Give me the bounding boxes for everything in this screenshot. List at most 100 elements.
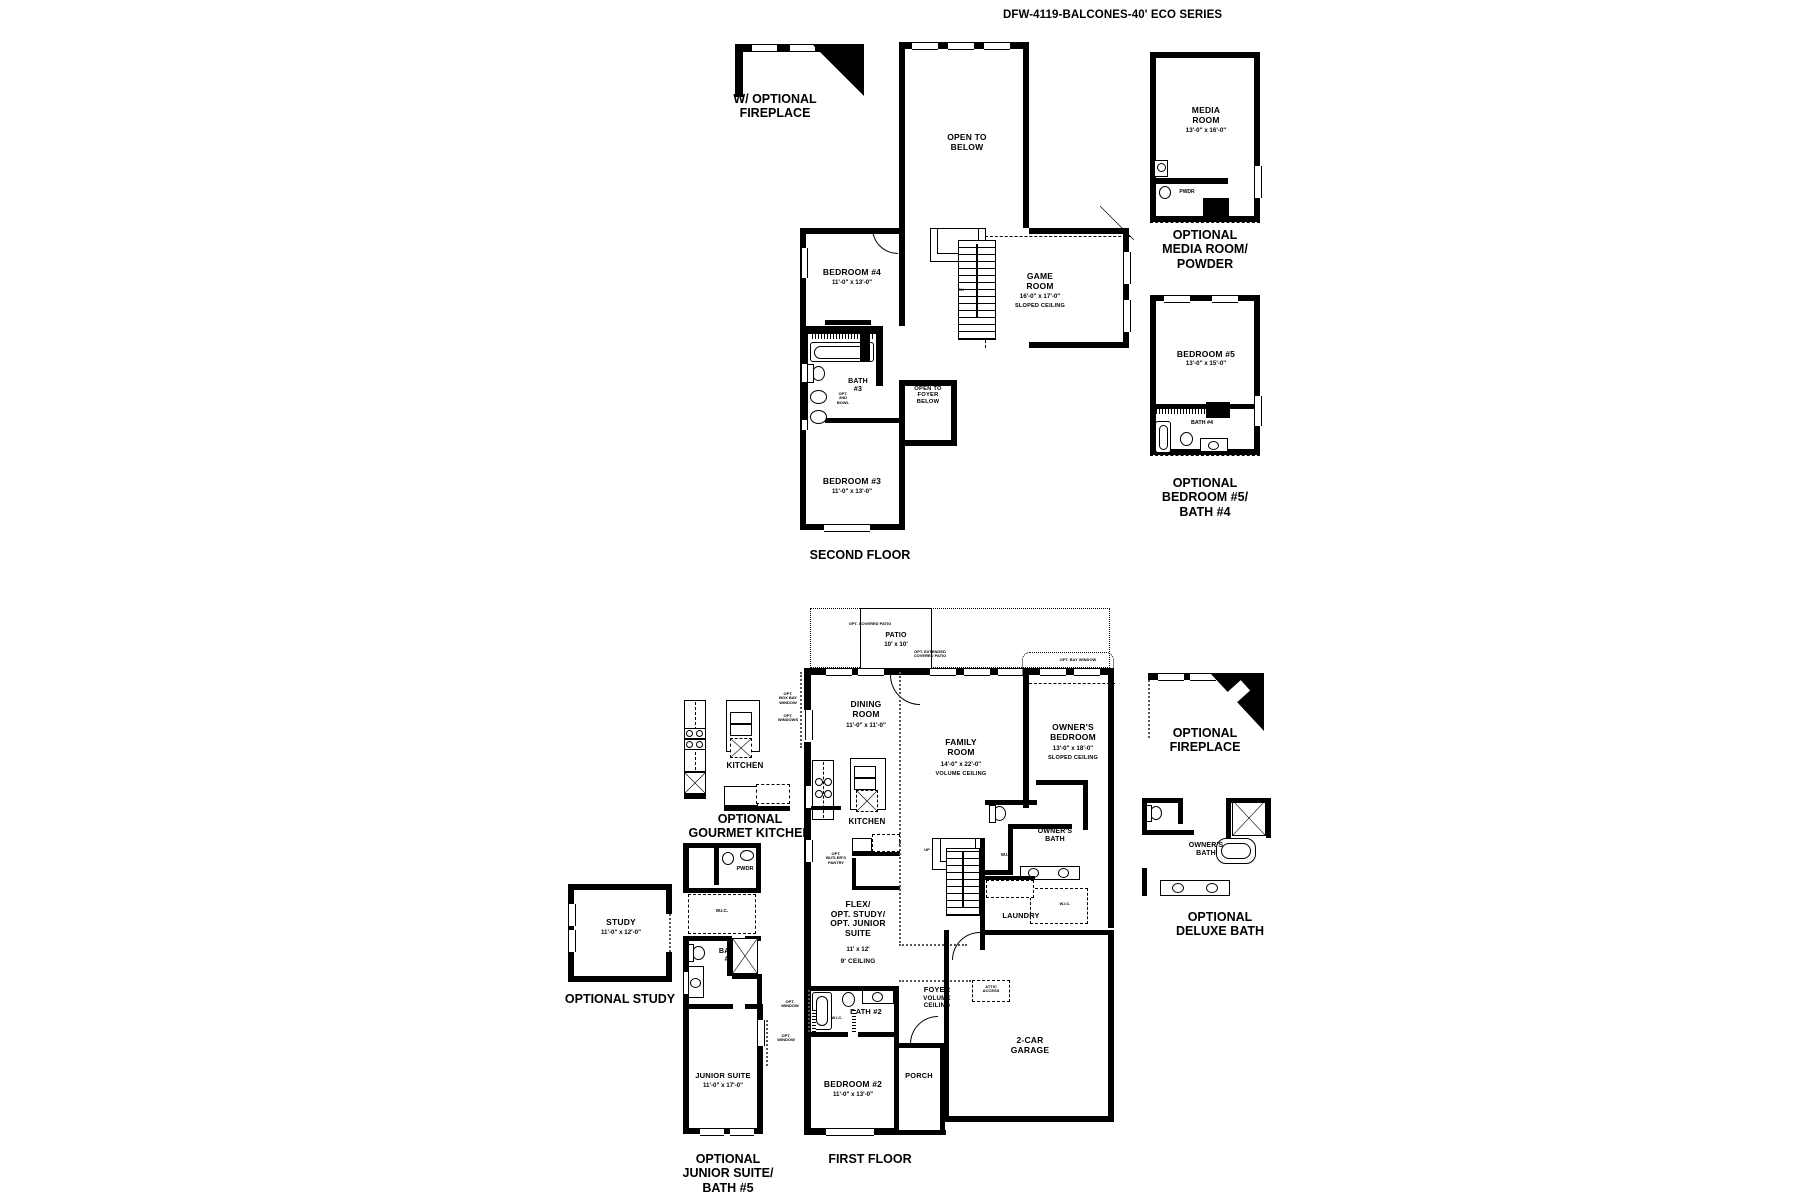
wall: [1142, 830, 1194, 835]
note-wic-bed2: W.I.C.: [831, 1015, 843, 1020]
wall: [735, 44, 743, 97]
wall: [980, 838, 985, 950]
sink: [810, 390, 827, 404]
wall: [940, 1043, 945, 1135]
wall: [1150, 52, 1260, 58]
sink-optional: [810, 410, 827, 424]
room-dim-bedroom-4: 11'-0" x 13'-0": [831, 279, 873, 286]
wall: [985, 876, 1035, 880]
room-label-owners-bedroom: OWNER'S BEDROOM: [1050, 722, 1096, 742]
room-dim-bedroom-3: 11'-0" x 13'-0": [831, 488, 873, 495]
sink: [1172, 883, 1184, 893]
room-label-study: STUDY: [606, 917, 636, 927]
toilet-tank: [688, 944, 694, 962]
window: [930, 668, 956, 676]
closet-shelf: [1156, 409, 1206, 414]
shower-stall: [1232, 800, 1266, 836]
closet-shelf-outline: [688, 894, 756, 934]
option-caption: OPTIONAL GOURMET KITCHEN: [688, 812, 812, 841]
room-label-bath-2: BATH #2: [850, 1007, 882, 1016]
floor-caption-first: FIRST FLOOR: [828, 1152, 912, 1166]
room-label-game-room: GAME ROOM: [1026, 271, 1054, 291]
cooktop: [730, 712, 752, 724]
wall: [899, 380, 905, 530]
room-note-flex: 9' CEILING: [840, 958, 876, 965]
wall: [985, 930, 1113, 935]
option-caption: OPTIONAL FIREPLACE: [1169, 726, 1241, 755]
room-dim-media-room: 13'-0" x 16'-0": [1185, 127, 1227, 134]
wall: [1150, 52, 1156, 222]
appliance: [684, 772, 706, 794]
option-caption: OPTIONAL BEDROOM #5/ BATH #4: [1161, 476, 1249, 519]
wall: [804, 890, 811, 992]
option-caption: OPTIONAL MEDIA ROOM/ POWDER: [1162, 228, 1248, 271]
wall: [1029, 342, 1129, 348]
wall: [1226, 798, 1270, 803]
patio-outline: [860, 608, 932, 668]
wall: [683, 1008, 689, 1134]
room-label-dining-room: DINING ROOM: [850, 699, 882, 719]
wall: [757, 1008, 763, 1134]
wall: [899, 440, 957, 446]
counter-edge: [724, 806, 790, 811]
wall: [683, 936, 727, 941]
room-label-owners-bath: OWNER'S BATH: [1037, 828, 1073, 843]
tub-basin: [1221, 843, 1251, 859]
floor-caption-second: SECOND FLOOR: [809, 548, 911, 562]
wall: [1123, 228, 1129, 348]
wall: [1266, 798, 1271, 838]
wall: [1254, 52, 1260, 222]
room-label-junior-suite: JUNIOR SUITE: [695, 1071, 751, 1080]
front-door-swing: [910, 1016, 938, 1044]
wall: [894, 1043, 899, 1135]
window: [912, 42, 938, 50]
closet-shelf: [812, 1010, 816, 1032]
window: [757, 1020, 765, 1046]
stair-direction-label: UP: [924, 847, 930, 852]
opt-box-bay-window-outline: [800, 672, 802, 748]
opening-dotted: [669, 914, 671, 952]
wall: [757, 974, 762, 1006]
closet-wall: [825, 320, 871, 325]
wall: [894, 1043, 944, 1048]
wall: [666, 884, 672, 914]
cooktop: [854, 766, 876, 778]
option-caption: W/ OPTIONAL FIREPLACE: [733, 92, 817, 121]
shower-optional: [1030, 888, 1088, 924]
room-dim-bedroom-2: 11'-0" x 13'-0": [832, 1091, 874, 1098]
wall: [666, 952, 672, 982]
appliance-optional: [856, 790, 878, 812]
room-label-bedroom-3: BEDROOM #3: [822, 476, 882, 486]
sink-bowl: [824, 778, 832, 786]
wall: [756, 843, 761, 891]
wall: [1029, 228, 1129, 234]
room-label-kitchen: KITCHEN: [848, 817, 886, 826]
option-dash-line: [1150, 222, 1260, 223]
counter-edge: [684, 794, 706, 799]
note-opt-butlers-pantry: OPT. BUTLER'S PANTRY: [826, 851, 846, 865]
closet-shelf: [852, 1010, 856, 1032]
wall: [1142, 798, 1147, 834]
room-label-laundry: LAUNDRY: [1002, 911, 1040, 920]
wall: [1206, 402, 1230, 418]
opt-window-outline: [808, 990, 810, 1032]
toilet-tank: [989, 805, 996, 823]
wall: [1178, 798, 1183, 824]
note-wic-junior: W.I.C.: [715, 908, 729, 913]
door-swing: [872, 228, 898, 254]
wall: [714, 843, 719, 885]
window: [858, 668, 884, 676]
room-label-powder: PWDR: [1179, 189, 1195, 195]
window: [1254, 166, 1262, 198]
wall: [985, 870, 1013, 875]
sink-bowl: [696, 730, 703, 737]
note-wic-bath: W.I.C.: [1059, 901, 1071, 906]
wall: [899, 228, 905, 326]
room-note-game-room: SLOPED CEILING: [1014, 303, 1066, 309]
wall: [1230, 404, 1254, 409]
appliance-optional: [730, 738, 752, 758]
toilet-tank: [1146, 805, 1152, 822]
window: [1212, 295, 1238, 303]
window: [805, 840, 813, 862]
wall: [1023, 668, 1029, 808]
